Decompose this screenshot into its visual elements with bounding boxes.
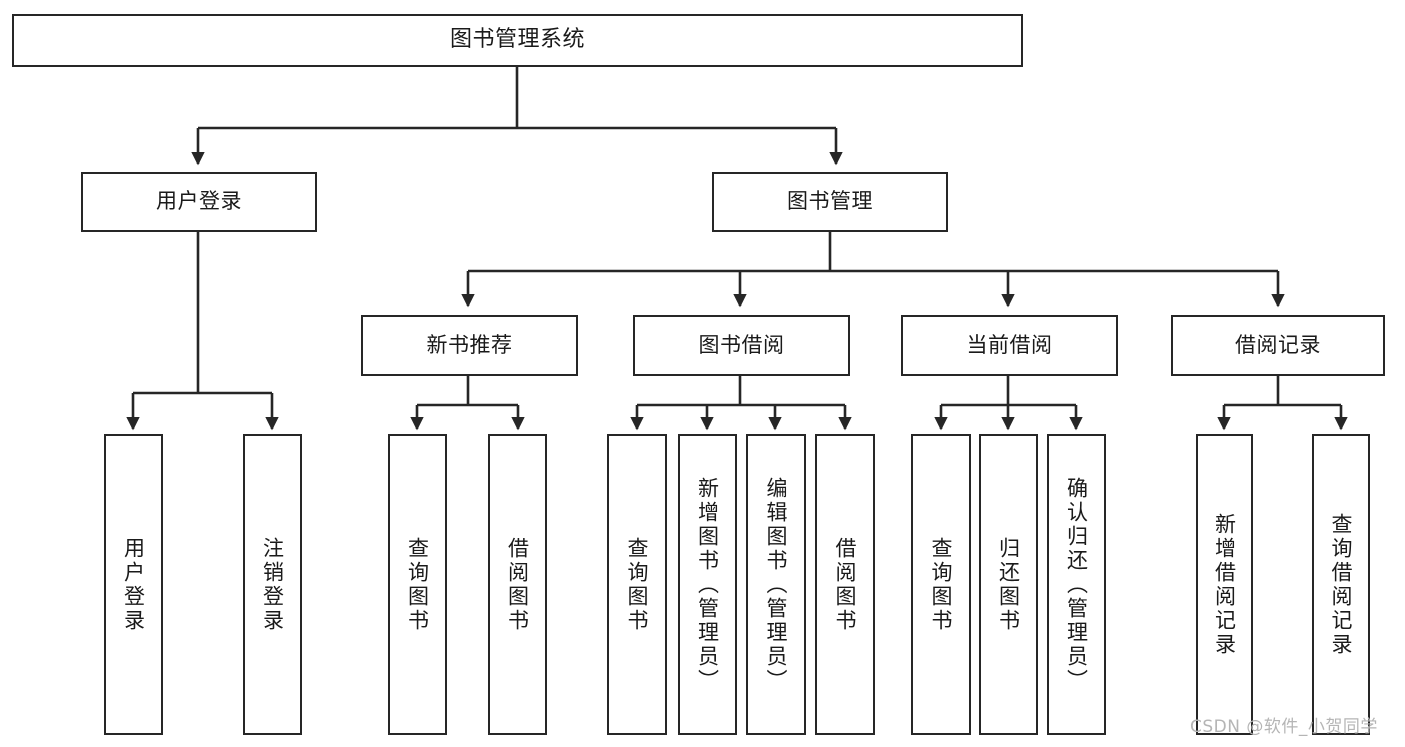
node-book-management[interactable]: 图书管理 [712,172,948,232]
node-label: 图书借阅 [698,332,785,357]
node-leaf-query-book-current[interactable]: 查询图书 [911,434,971,735]
node-label: 当前借阅 [966,332,1053,357]
node-leaf-query-borrow-record[interactable]: 查询借阅记录 [1312,434,1370,735]
node-leaf-borrow-book[interactable]: 借阅图书 [815,434,875,735]
node-label: 查询图书 [405,536,430,633]
node-leaf-return-book[interactable]: 归还图书 [979,434,1038,735]
node-label: 确认归还（管理员） [1064,476,1089,693]
node-label: 查询图书 [625,536,650,633]
node-label: 新增图书（管理员） [695,476,720,693]
watermark-text: CSDN @软件_小贺同学 [1190,717,1378,737]
node-root-book-management-system[interactable]: 图书管理系统 [12,14,1023,67]
node-label: 用户登录 [156,189,242,214]
node-label: 借阅记录 [1235,332,1321,357]
node-label: 借阅图书 [505,536,530,633]
node-leaf-query-book-borrowing[interactable]: 查询图书 [607,434,667,735]
node-leaf-borrow-book-recommendation[interactable]: 借阅图书 [488,434,547,735]
node-new-book-recommendation[interactable]: 新书推荐 [361,315,578,376]
node-user-login[interactable]: 用户登录 [81,172,317,232]
node-label: 归还图书 [996,536,1021,633]
node-leaf-confirm-return-admin[interactable]: 确认归还（管理员） [1047,434,1106,735]
node-leaf-add-book-admin[interactable]: 新增图书（管理员） [678,434,737,735]
node-book-borrowing[interactable]: 图书借阅 [633,315,850,376]
node-borrowing-record[interactable]: 借阅记录 [1171,315,1385,376]
node-label: 查询图书 [929,536,954,633]
node-label: 新增借阅记录 [1212,512,1237,657]
node-label: 图书管理系统 [449,27,585,53]
node-label: 注销登录 [260,536,285,633]
node-label: 编辑图书（管理员） [764,476,789,693]
node-leaf-add-borrow-record[interactable]: 新增借阅记录 [1196,434,1253,735]
node-leaf-user-logout[interactable]: 注销登录 [243,434,302,735]
node-leaf-user-login[interactable]: 用户登录 [104,434,163,735]
node-label: 查询借阅记录 [1329,512,1354,657]
node-label: 用户登录 [121,536,146,633]
node-current-borrowing[interactable]: 当前借阅 [901,315,1118,376]
node-leaf-query-book-recommendation[interactable]: 查询图书 [388,434,447,735]
node-label: 借阅图书 [833,536,858,633]
node-label: 新书推荐 [426,332,513,357]
node-leaf-edit-book-admin[interactable]: 编辑图书（管理员） [746,434,806,735]
node-label: 图书管理 [787,189,873,214]
